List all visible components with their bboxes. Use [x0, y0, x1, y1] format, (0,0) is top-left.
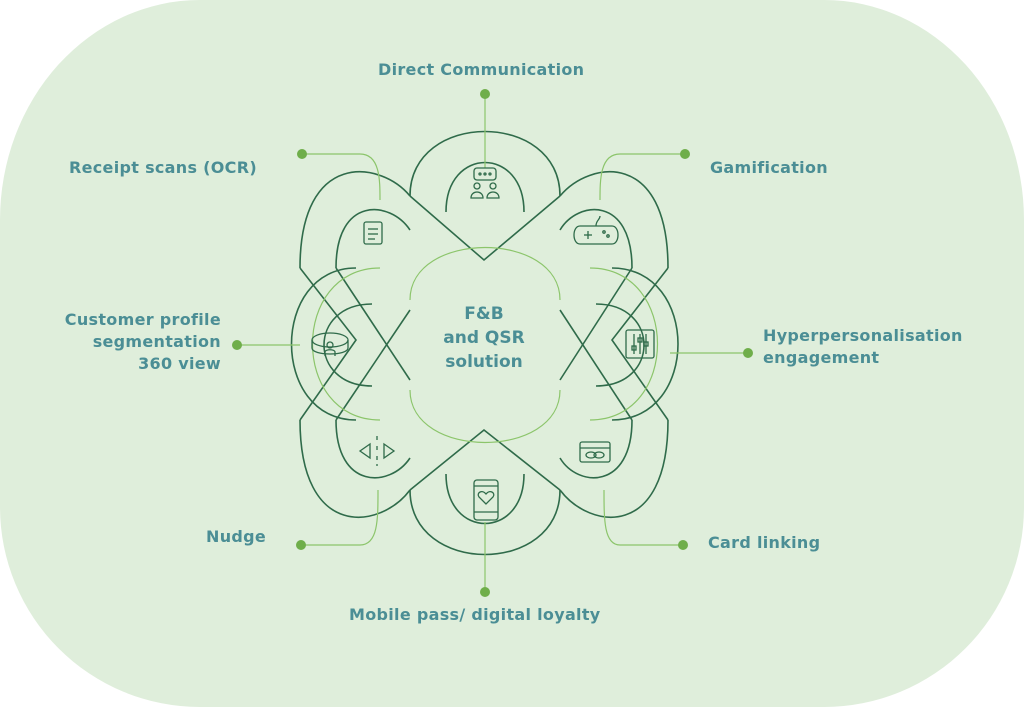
center-line-2: and QSR	[443, 328, 525, 348]
label-gamification: Gamification	[710, 158, 828, 177]
label-customer-profile-line-1: Customer profile	[64, 310, 221, 329]
label-card-linking: Card linking	[708, 533, 821, 552]
label-hyperpersonalisation-line-1: Hyperpersonalisation	[763, 326, 963, 345]
track-dark	[290, 130, 679, 556]
connector-dots	[232, 89, 753, 597]
center-line-1: F&B	[464, 304, 504, 324]
label-hyperpersonalisation: Hyperpersonalisation engagement	[763, 325, 963, 369]
gamepad-icon	[573, 215, 619, 245]
label-nudge: Nudge	[206, 527, 267, 546]
label-direct-communication: Direct Communication	[378, 60, 585, 79]
center-title: F&B and QSR solution	[424, 302, 544, 374]
people-chat-icon	[470, 167, 500, 199]
nudge-arrows-icon	[358, 436, 396, 466]
card-link-icon	[579, 441, 611, 463]
label-hyperpersonalisation-line-2: engagement	[763, 348, 880, 367]
center-line-3: solution	[445, 352, 523, 372]
label-mobile-pass: Mobile pass/ digital loyalty	[349, 605, 601, 624]
label-customer-profile-line-3: 360 view	[138, 354, 221, 373]
receipt-icon	[363, 221, 383, 245]
customer-ring-icon	[311, 332, 349, 356]
label-customer-profile: Customer profile segmentation 360 view	[40, 309, 221, 375]
label-customer-profile-line-2: segmentation	[92, 332, 221, 351]
sliders-icon	[625, 329, 655, 359]
mobile-heart-icon	[473, 479, 499, 521]
label-receipt-scans: Receipt scans (OCR)	[69, 158, 257, 177]
track-light	[237, 94, 748, 592]
